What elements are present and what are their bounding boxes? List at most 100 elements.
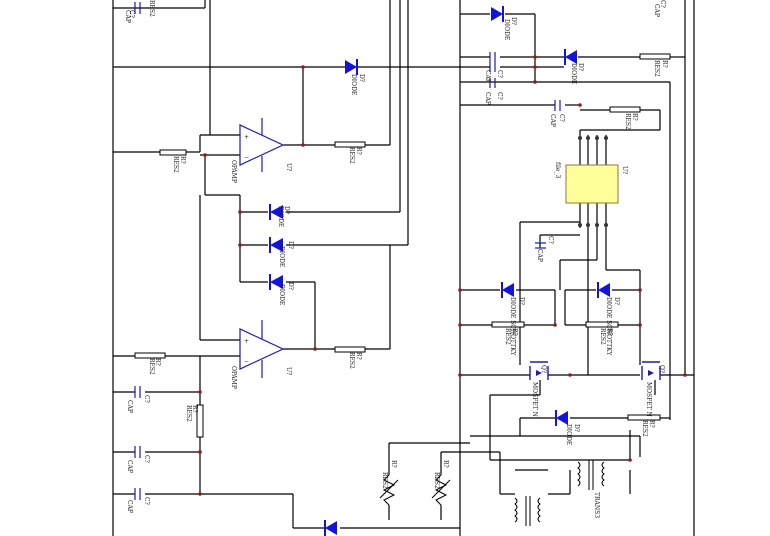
- svg-text:−: −: [244, 154, 249, 161]
- label-vr1: R?: [390, 460, 397, 468]
- diode-d4: [269, 274, 283, 290]
- component-labels: C? CAP RES2 D? DIODE U? OPAMP R? RES2 R?…: [124, 0, 668, 518]
- diode-right-top: [491, 6, 504, 22]
- capacitor-c3: [134, 488, 141, 500]
- label-c1: C?: [143, 395, 150, 403]
- label-r1: R?: [179, 156, 186, 164]
- mosfet-q1: [529, 361, 549, 380]
- label-c-right-1-part: CAP: [484, 70, 491, 83]
- diode-d5-bottom: [324, 520, 337, 536]
- label-u1: U?: [285, 163, 292, 171]
- svg-text:+: +: [244, 134, 249, 141]
- resistor-r2: [334, 141, 366, 148]
- label-cap-top-text: CAP: [124, 10, 131, 23]
- diode-right-lower: [555, 410, 568, 426]
- diode-schottky-right: [597, 282, 610, 298]
- resistor-right-1: [639, 53, 671, 60]
- label-d2-part: DIODE: [277, 206, 284, 227]
- mosfet-q2: [641, 361, 661, 380]
- label-r5-part: RES2: [185, 405, 192, 422]
- opamp-lower: + −: [239, 320, 285, 378]
- label-ic-u: U?: [621, 166, 628, 174]
- label-c2: C?: [143, 455, 150, 463]
- label-r-right-1: R?: [661, 60, 668, 68]
- label-d-right-lower: D?: [573, 424, 580, 432]
- label-vr1-part: RES2: [381, 472, 388, 489]
- label-q1: Q?: [540, 365, 547, 373]
- label-vr2-part: RES2: [433, 472, 440, 489]
- label-r-right-3-part: RES2: [504, 328, 511, 345]
- label-r1-part: RES2: [172, 156, 179, 173]
- label-d1-part: DIODE: [350, 74, 357, 95]
- capacitor-right-1: [489, 52, 496, 72]
- label-ic-part: file_3: [554, 162, 561, 178]
- label-c-right-3-part: CAP: [549, 114, 556, 127]
- label-d-schottky-2: D?: [613, 297, 620, 305]
- label-c-right-1: C?: [496, 70, 503, 78]
- label-d-right-lower-part: DIODE: [565, 424, 572, 445]
- resistor-r4: [134, 352, 166, 359]
- label-c3-part: CAP: [126, 500, 133, 513]
- label-r2-part: RES2: [348, 147, 355, 164]
- label-r2: R?: [355, 147, 362, 155]
- label-res-top: RES2: [148, 0, 155, 17]
- label-c-right-4-part: CAP: [536, 249, 543, 262]
- resistor-right-3: [491, 321, 525, 328]
- capacitor-c-top: [134, 2, 141, 14]
- label-d1: D?: [358, 74, 365, 82]
- label-r-right-5: R?: [648, 420, 655, 428]
- resistor-right-2: [609, 106, 641, 113]
- label-c2-part: CAP: [126, 460, 133, 473]
- left-circuit-wiring: [113, 0, 460, 529]
- label-r-right-3: R?: [511, 328, 518, 336]
- label-vr2: R?: [442, 460, 449, 468]
- label-r3: R?: [355, 352, 362, 360]
- capacitor-c2: [134, 446, 141, 458]
- label-cap-right-top-part: CAP: [653, 4, 660, 17]
- diode-d3: [269, 237, 283, 253]
- diode-d1-upper: [345, 59, 358, 75]
- label-d3-part: DIODE: [278, 246, 285, 267]
- label-u1-part: OPAMP: [230, 160, 237, 183]
- label-q2: Q?: [658, 365, 665, 373]
- label-d4-part: DIODE: [278, 284, 285, 305]
- diode-d2: [269, 204, 283, 220]
- label-r5: R?: [191, 405, 198, 413]
- label-d2: D?: [283, 206, 290, 214]
- label-d-right-upper-part: DIODE: [570, 63, 577, 84]
- label-trans: TRANS3: [593, 492, 600, 518]
- label-c-right-3: C?: [558, 114, 565, 122]
- label-c-right-2: C?: [496, 92, 503, 100]
- label-u2: U?: [285, 367, 292, 375]
- label-d-right-upper: D?: [577, 63, 584, 71]
- svg-text:−: −: [244, 358, 249, 365]
- label-q2-part: MOSFET N: [645, 382, 652, 417]
- label-d-schottky-1: D?: [518, 297, 525, 305]
- resistor-right-5: [627, 414, 661, 421]
- label-r-right-2-part: RES2: [624, 113, 631, 130]
- label-c1-part: CAP: [126, 400, 133, 413]
- capacitor-right-2: [489, 78, 496, 88]
- label-c3: C?: [143, 497, 150, 505]
- variable-resistor-2: [431, 474, 451, 506]
- label-c-right-4: C?: [547, 236, 554, 244]
- diode-right-upper: [564, 49, 577, 65]
- label-r4-part: RES2: [148, 358, 155, 375]
- resistor-right-4: [585, 321, 619, 328]
- label-d-schottky-2-part: DIODE SCHOTTKY: [605, 297, 612, 356]
- label-r-right-4-part: RES2: [599, 328, 606, 345]
- label-d4: D?: [287, 282, 294, 290]
- label-cap-right-top: C?: [659, 0, 666, 8]
- opamp-upper: + −: [239, 118, 285, 172]
- label-d3: D?: [287, 241, 294, 249]
- label-d-right-top-part: DIODE: [503, 19, 510, 40]
- label-r-right-1-part: RES2: [653, 60, 660, 77]
- label-r3-part: RES2: [348, 352, 355, 369]
- label-r4: R?: [154, 358, 161, 366]
- svg-text:+: +: [244, 338, 249, 345]
- ic-u1: [565, 136, 619, 227]
- resistor-r3: [334, 346, 366, 353]
- variable-resistor-1: [379, 474, 399, 506]
